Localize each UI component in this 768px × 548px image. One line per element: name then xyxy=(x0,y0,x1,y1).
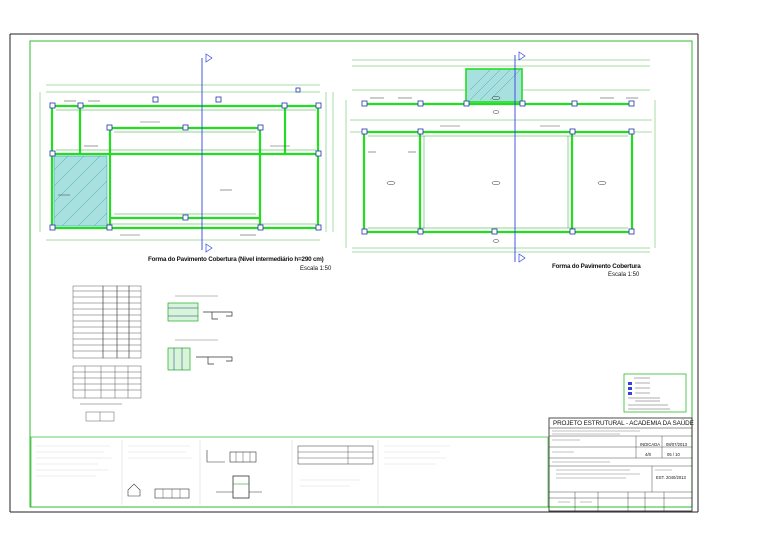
section-detail-2 xyxy=(167,339,233,371)
plan-left-title: Forma do Pavimento Cobertura (Nivel inte… xyxy=(148,256,324,263)
summary-table xyxy=(72,365,142,422)
project-title: PROJETO ESTRUTURAL - ACADEMIA DA SAÚDE xyxy=(553,420,694,427)
sheet-value: 4/8 xyxy=(645,452,651,457)
plan-left xyxy=(39,53,334,253)
notes-band xyxy=(30,436,549,508)
date-value: 08/07/2013 xyxy=(666,442,687,447)
sheet-total: 05 / 10 xyxy=(667,452,680,457)
section-detail-1 xyxy=(167,295,233,322)
steel-table xyxy=(72,285,142,359)
plan-right-title: Forma do Pavimento Cobertura xyxy=(552,263,641,270)
scale-value: INDICADA xyxy=(640,442,661,447)
plan-right xyxy=(345,51,656,263)
drawing-code: EST. 2040/2013 xyxy=(656,475,686,480)
title-block-frame xyxy=(548,417,693,512)
title-block: PROJETO ESTRUTURAL - ACADEMIA DA SAÚDE I… xyxy=(549,418,694,511)
plan-left-scale: Escala 1:50 xyxy=(300,266,332,272)
legend-box xyxy=(623,373,687,413)
plan-right-scale: Escala 1:50 xyxy=(608,272,640,278)
